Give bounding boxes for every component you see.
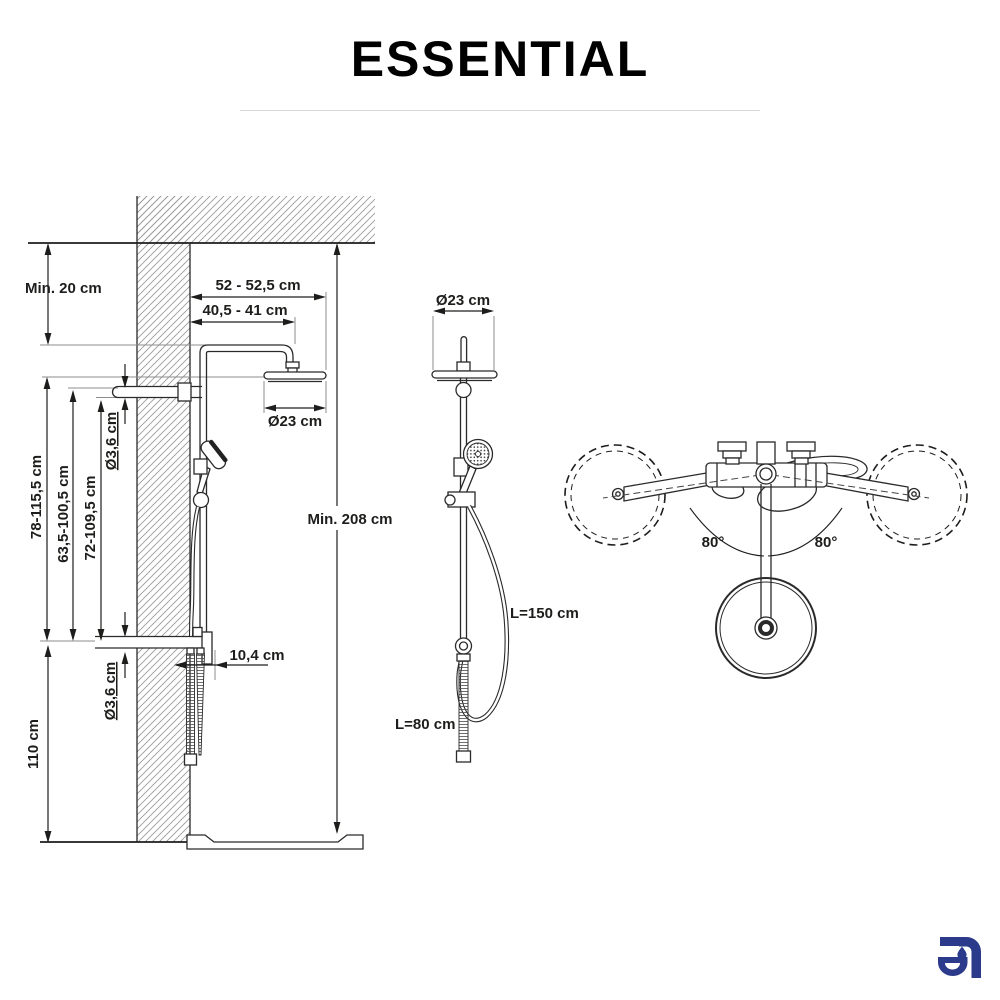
head-position-front — [715, 577, 817, 679]
dim-head-diameter-front: Ø23 cm — [436, 292, 490, 309]
top-view-diagram: 80° 80° — [564, 441, 968, 679]
dim-head-diameter-side: Ø23 cm — [268, 413, 322, 430]
shower-tray — [186, 834, 364, 850]
dim-hose-long: L=150 cm — [510, 605, 579, 622]
wall-joint — [177, 382, 192, 402]
dim-arm-total: 52 - 52,5 cm — [215, 277, 300, 294]
dim-hose-diameter: Ø3,6 cm — [102, 662, 119, 720]
logo-hook — [959, 937, 981, 978]
rain-head-front — [431, 370, 498, 379]
dim-swivel-right: 80° — [815, 534, 838, 551]
dim-min-ceiling: Min. 20 cm — [25, 280, 102, 297]
dim-min-height: Min. 208 cm — [307, 511, 392, 528]
page-title: ESSENTIAL — [350, 31, 650, 87]
mixer-bar — [95, 626, 213, 665]
lower-hose — [458, 660, 469, 752]
shower-arm-inner — [205, 350, 288, 641]
dim-head-height: 78-115,5 cm — [28, 455, 45, 539]
dim-riser-diameter: Ø3,6 cm — [103, 412, 120, 470]
mixer-hoses — [183, 653, 205, 766]
hand-shower-side — [192, 439, 228, 509]
dim-mixer-height: 110 cm — [25, 719, 42, 769]
title-divider — [240, 110, 760, 111]
ball-joint — [455, 381, 472, 399]
supply-pipe — [111, 385, 119, 399]
dim-hose-short: L=80 cm — [395, 716, 455, 733]
dim-swivel-left: 80° — [702, 534, 725, 551]
logo-bar — [940, 937, 959, 946]
logo-droplet-icon — [957, 946, 967, 960]
wall-hatch — [137, 196, 190, 842]
brand-logo — [938, 937, 981, 978]
dim-arm-inner: 40,5 - 41 cm — [202, 302, 287, 319]
dim-handset-height: 63,5-100,5 cm — [55, 465, 72, 563]
rain-head-side — [263, 371, 327, 380]
shower-arm-outer — [199, 344, 294, 641]
hand-shower-front — [444, 438, 494, 508]
side-view-diagram: Min. 20 cm 52 - 52,5 cm 40,5 - 41 cm Ø23… — [25, 196, 393, 850]
front-view-diagram: Ø23 cm — [395, 292, 579, 763]
bottom-fitting — [454, 637, 473, 655]
dim-pipe-height: 72-109,5 cm — [82, 475, 99, 560]
swivel-position-left — [564, 444, 666, 546]
dim-mixer-projection: 10,4 cm — [229, 647, 284, 664]
swivel-position-right — [866, 444, 968, 546]
